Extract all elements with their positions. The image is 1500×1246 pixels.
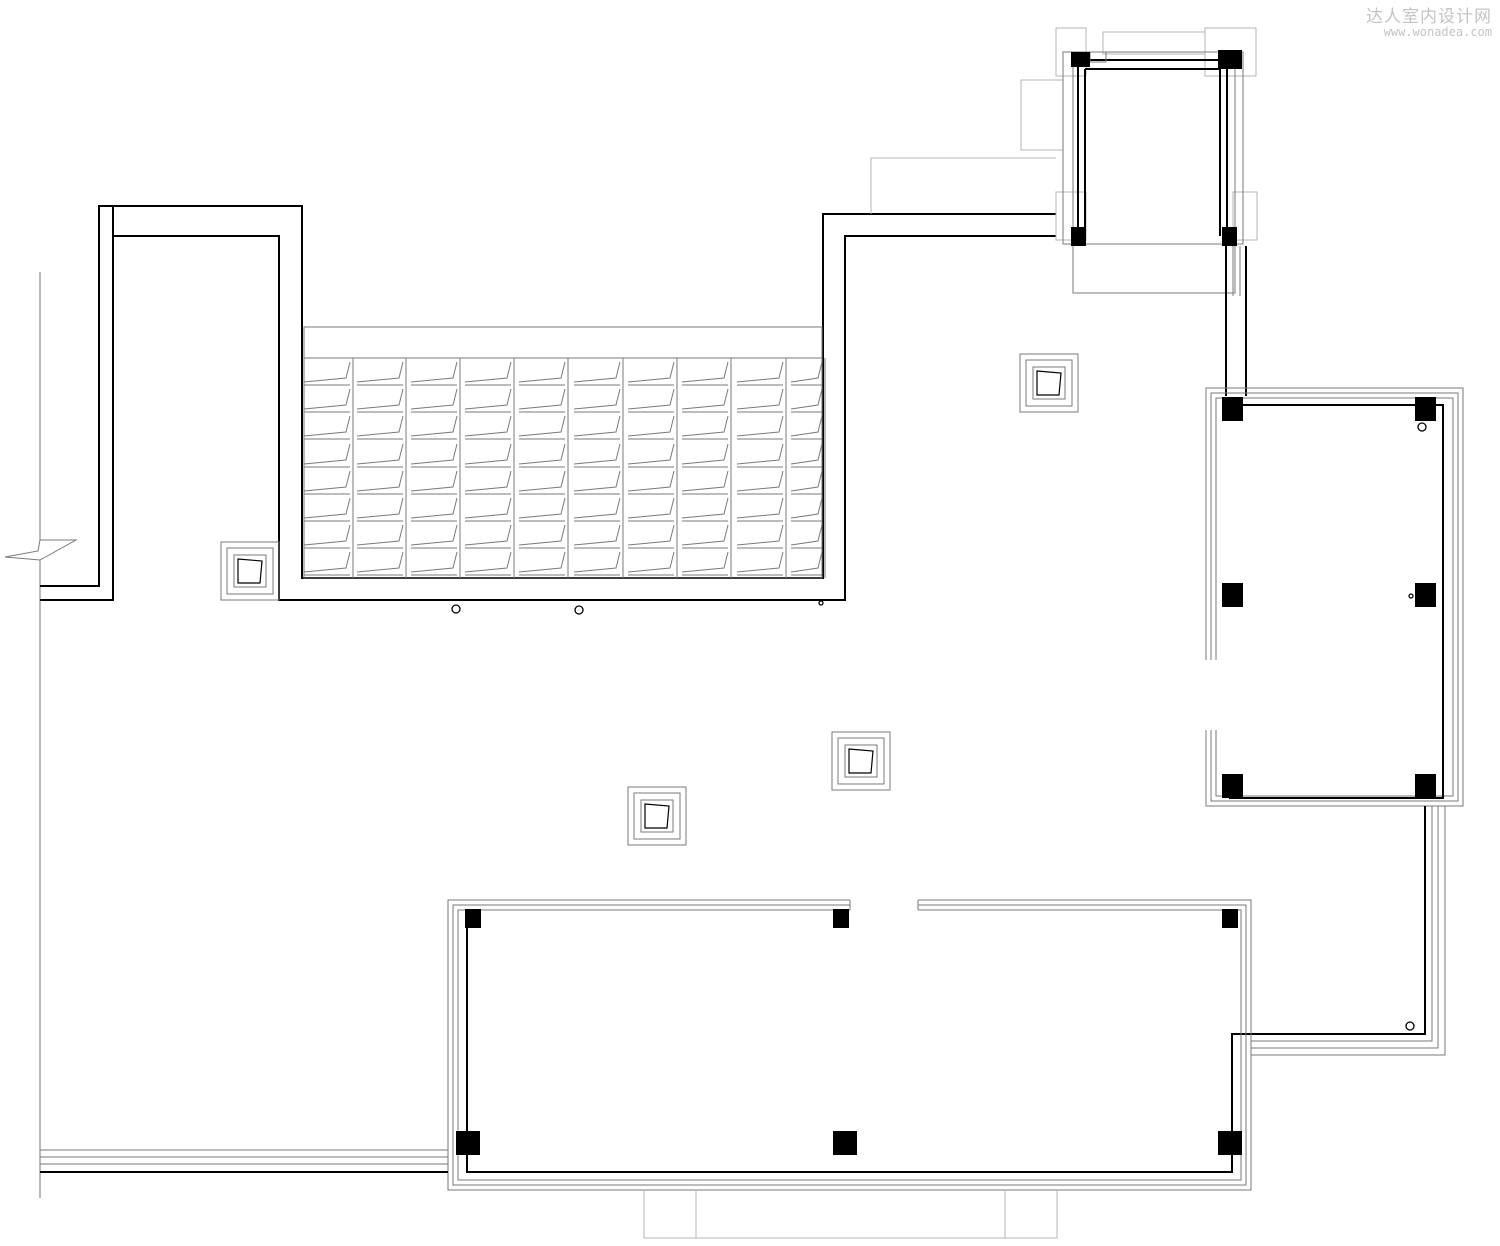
skylight-panel bbox=[518, 551, 566, 576]
skylight-panel bbox=[410, 524, 458, 549]
skylight-panel bbox=[518, 361, 566, 386]
skylight-panel bbox=[303, 497, 351, 522]
skylight-panel bbox=[410, 361, 458, 386]
skylight-panel bbox=[573, 415, 621, 440]
left-boundary-line bbox=[4, 272, 78, 1198]
skylight-panel bbox=[790, 388, 823, 413]
skylight-panel bbox=[464, 497, 512, 522]
skylight-panel bbox=[518, 415, 566, 440]
skylight-panel bbox=[790, 361, 823, 386]
square-skylight bbox=[627, 786, 687, 846]
skylight-panel bbox=[573, 551, 621, 576]
skylight-grid bbox=[303, 326, 826, 579]
skylight-panel bbox=[681, 497, 729, 522]
skylight-panel bbox=[356, 470, 404, 495]
skylight-panel bbox=[627, 470, 675, 495]
skylight-panel bbox=[790, 551, 823, 576]
skylight-panel bbox=[681, 361, 729, 386]
watermark-url: www.wonadea.com bbox=[1383, 25, 1492, 39]
skylight-panel bbox=[464, 443, 512, 468]
skylight-panel bbox=[627, 388, 675, 413]
skylight-panel bbox=[627, 443, 675, 468]
skylight-panel bbox=[518, 524, 566, 549]
upper-left-wall bbox=[40, 205, 1056, 601]
skylight-panel bbox=[464, 524, 512, 549]
skylight-panel bbox=[736, 415, 784, 440]
skylight-panel bbox=[303, 524, 351, 549]
skylight-panel bbox=[518, 443, 566, 468]
skylight-panel bbox=[356, 415, 404, 440]
skylight-panel bbox=[356, 388, 404, 413]
skylight-panel bbox=[681, 524, 729, 549]
skylight-panel bbox=[736, 443, 784, 468]
skylight-panel bbox=[573, 361, 621, 386]
skylight-panel bbox=[736, 388, 784, 413]
skylight-panel bbox=[736, 361, 784, 386]
skylight-panel bbox=[518, 388, 566, 413]
skylight-panel bbox=[464, 415, 512, 440]
square-skylight bbox=[1019, 353, 1079, 413]
skylight-panel bbox=[681, 443, 729, 468]
skylight-panel bbox=[627, 361, 675, 386]
small-skylights bbox=[220, 353, 1079, 846]
skylight-panel bbox=[790, 470, 823, 495]
skylight-panel bbox=[627, 551, 675, 576]
skylight-panel bbox=[410, 551, 458, 576]
skylight-panel bbox=[627, 497, 675, 522]
skylight-panel bbox=[681, 415, 729, 440]
skylight-panel bbox=[410, 497, 458, 522]
skylight-panel bbox=[790, 443, 823, 468]
drain-circles bbox=[451, 422, 1427, 1031]
skylight-panel bbox=[736, 497, 784, 522]
skylight-panel bbox=[736, 551, 784, 576]
skylight-panel bbox=[303, 443, 351, 468]
skylight-panel bbox=[464, 551, 512, 576]
skylight-panel bbox=[790, 524, 823, 549]
square-skylight bbox=[831, 731, 891, 791]
watermark-title: 达人室内设计网 bbox=[1366, 7, 1492, 27]
bottom-left-parapet bbox=[40, 1149, 448, 1173]
right-connector bbox=[1231, 806, 1446, 1160]
skylight-panel bbox=[790, 415, 823, 440]
skylight-panel bbox=[681, 551, 729, 576]
skylight-panel bbox=[736, 524, 784, 549]
skylight-panel bbox=[573, 443, 621, 468]
skylight-panel bbox=[303, 388, 351, 413]
skylight-panel bbox=[303, 361, 351, 386]
skylight-panel bbox=[410, 443, 458, 468]
skylight-panel bbox=[303, 551, 351, 576]
skylight-panel bbox=[356, 497, 404, 522]
skylight-panel bbox=[464, 470, 512, 495]
skylight-panel bbox=[681, 388, 729, 413]
right-pavilion bbox=[1205, 387, 1464, 807]
skylight-panel bbox=[681, 470, 729, 495]
skylight-panel bbox=[464, 388, 512, 413]
skylight-panel bbox=[736, 470, 784, 495]
skylight-panel bbox=[356, 524, 404, 549]
skylight-panel bbox=[518, 470, 566, 495]
skylight-panel bbox=[410, 388, 458, 413]
skylight-panel bbox=[573, 470, 621, 495]
skylight-panel bbox=[627, 415, 675, 440]
skylight-panel bbox=[573, 524, 621, 549]
upper-right-tower bbox=[870, 27, 1258, 396]
skylight-panel bbox=[356, 361, 404, 386]
skylight-panel bbox=[464, 361, 512, 386]
skylight-panel bbox=[627, 524, 675, 549]
skylight-panel bbox=[356, 443, 404, 468]
skylight-panel bbox=[356, 551, 404, 576]
skylight-panel bbox=[790, 497, 823, 522]
skylight-panel bbox=[573, 497, 621, 522]
skylight-panel bbox=[410, 415, 458, 440]
skylight-panel bbox=[303, 415, 351, 440]
lower-pavilion bbox=[447, 899, 1252, 1239]
skylight-panel bbox=[518, 497, 566, 522]
skylight-panel bbox=[303, 470, 351, 495]
skylight-panel bbox=[573, 388, 621, 413]
skylight-panel bbox=[410, 470, 458, 495]
square-skylight bbox=[220, 541, 280, 601]
